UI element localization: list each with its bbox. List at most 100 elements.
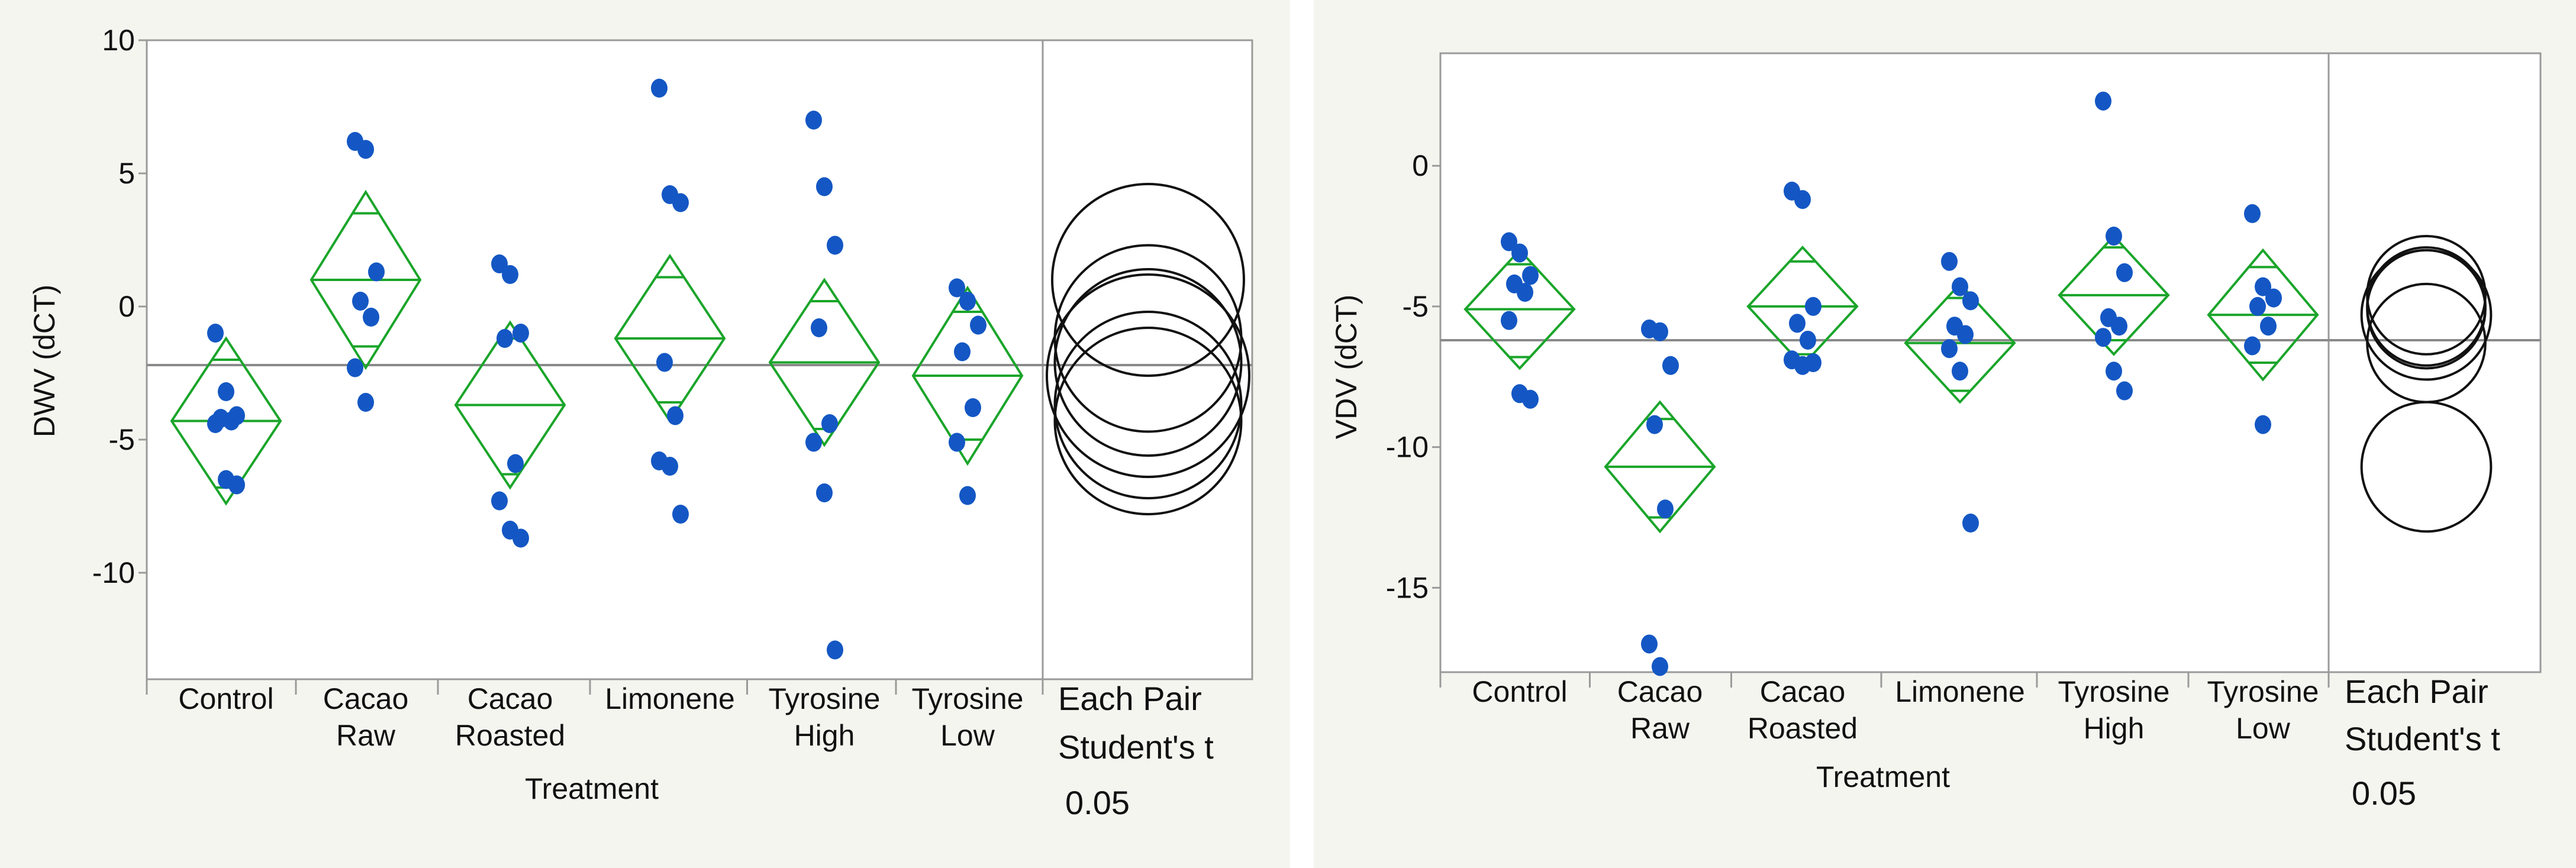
group-0 — [170, 324, 282, 506]
data-point — [207, 414, 224, 433]
group-1 — [309, 132, 422, 412]
y-tick-label: -5 — [109, 423, 135, 456]
y-tick-label: 5 — [118, 157, 135, 190]
means-diamond — [1604, 400, 1716, 534]
data-point — [491, 254, 508, 273]
data-point — [218, 382, 234, 401]
group-4 — [2058, 91, 2170, 401]
data-point — [2260, 317, 2277, 336]
data-point — [2116, 381, 2133, 401]
data-point — [347, 358, 363, 377]
data-point — [1511, 243, 1528, 263]
data-point — [1952, 277, 1968, 296]
data-point — [2265, 288, 2282, 308]
data-point — [496, 329, 513, 348]
means-diamond — [911, 285, 1024, 466]
category-label: Cacao — [1617, 675, 1703, 708]
data-point — [2255, 277, 2271, 296]
group-2 — [454, 254, 566, 548]
category-label: Raw — [336, 719, 396, 752]
data-point — [2244, 336, 2261, 356]
category-label: Cacao — [323, 682, 409, 715]
data-point — [827, 235, 843, 255]
data-point — [2106, 227, 2122, 246]
data-point — [1662, 356, 1679, 375]
data-point — [1641, 634, 1658, 654]
y-axis-title: VDV (dCT) — [1330, 295, 1363, 439]
data-point — [512, 528, 529, 548]
group-0 — [1463, 232, 1576, 409]
comparison-method-label: Each Pair — [1058, 680, 1202, 717]
x-axis-title: Treatment — [1816, 760, 1950, 793]
data-point — [2249, 296, 2266, 316]
y-tick-label: -10 — [1386, 431, 1429, 464]
data-point — [1941, 339, 1958, 359]
data-point — [502, 265, 518, 284]
y-tick-label: -10 — [92, 556, 135, 589]
data-point — [1522, 266, 1539, 285]
comparison-circle — [1046, 273, 1250, 478]
means-diamond — [1463, 248, 1576, 370]
category-label: Limonene — [1895, 675, 2025, 708]
group-5 — [911, 278, 1024, 505]
means-diamond — [309, 189, 422, 370]
data-point — [816, 177, 833, 196]
category-label: Tyrosine — [2207, 675, 2319, 708]
data-point — [357, 140, 374, 159]
comparison-circle — [1053, 327, 1243, 515]
data-point — [656, 353, 673, 372]
data-point — [805, 433, 822, 452]
y-tick-label: -5 — [1403, 290, 1429, 323]
comparison-circle — [2360, 249, 2493, 381]
data-point — [1962, 291, 1979, 311]
means-diamond — [454, 320, 566, 490]
data-point — [363, 308, 379, 327]
data-point — [2255, 415, 2271, 434]
data-point — [1789, 314, 1806, 333]
data-point — [672, 193, 689, 212]
group-2 — [1746, 181, 1859, 375]
plot-area — [1439, 52, 2542, 673]
category-label: Cacao — [1760, 675, 1846, 708]
data-point — [1941, 251, 1958, 271]
data-point — [2095, 91, 2111, 111]
y-tick-label: 0 — [118, 290, 135, 323]
data-point — [1646, 415, 1663, 434]
data-point — [949, 433, 965, 452]
group-4 — [768, 111, 881, 660]
data-point — [2106, 362, 2122, 381]
x-axis-title: Treatment — [525, 772, 659, 805]
data-point — [2116, 263, 2133, 282]
data-point — [1657, 499, 1674, 519]
category-label: Tyrosine — [2058, 675, 2170, 708]
data-point — [1805, 353, 1821, 372]
data-point — [1522, 389, 1539, 409]
comparison-method-label: 0.05 — [2352, 775, 2416, 812]
data-point — [667, 406, 684, 425]
data-point — [357, 393, 374, 412]
data-point — [949, 278, 965, 298]
y-axis-title: DWV (dCT) — [28, 285, 61, 437]
data-point — [512, 324, 529, 343]
category-label: Control — [1472, 675, 1567, 708]
comparison-method-label: Student's t — [2345, 720, 2500, 757]
category-label: Cacao — [468, 682, 553, 715]
data-point — [1962, 514, 1979, 533]
plot-area — [146, 39, 1253, 680]
data-point — [1652, 657, 1668, 676]
comparison-circle — [1053, 311, 1243, 499]
comparison-circle — [1051, 183, 1245, 377]
means-diamond — [768, 277, 881, 447]
category-label: Low — [940, 719, 995, 752]
category-label: Raw — [1630, 712, 1690, 745]
data-point — [2111, 317, 2127, 336]
data-point — [965, 398, 981, 417]
data-point — [368, 262, 385, 282]
category-label: High — [794, 719, 855, 752]
y-tick-label: -15 — [1386, 571, 1429, 604]
data-point — [1952, 362, 1968, 381]
category-label: High — [2084, 712, 2145, 745]
data-point — [207, 324, 224, 343]
category-label: Roasted — [455, 719, 565, 752]
